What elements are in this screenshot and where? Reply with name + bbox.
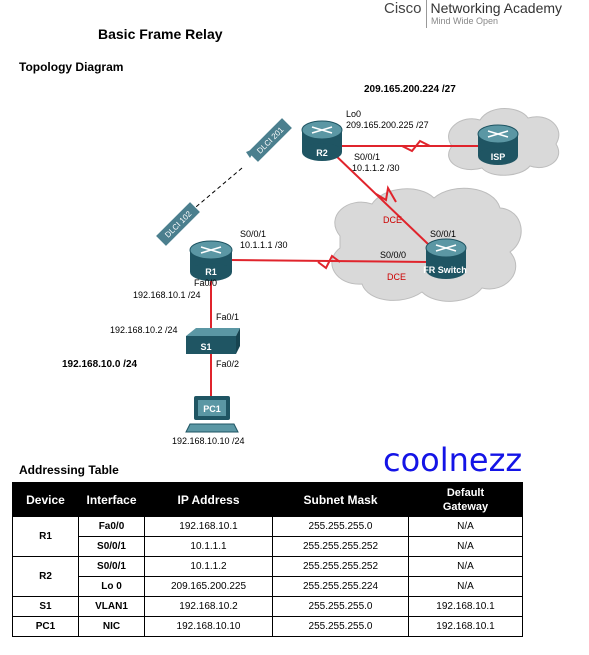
- cell-interface: S0/0/1: [78, 556, 145, 577]
- table-header-row: Device Interface IP Address Subnet Mask …: [12, 482, 523, 517]
- header-interface: Interface: [78, 482, 145, 517]
- s1-label: S1: [200, 342, 211, 352]
- header-ip-address: IP Address: [144, 482, 273, 517]
- header-subnet-mask: Subnet Mask: [272, 482, 409, 517]
- brand-divider: [425, 0, 427, 28]
- dce-label-top: DCE: [383, 215, 402, 225]
- fr-s000-name: S0/0/0: [380, 250, 406, 260]
- cell-interface: Lo 0: [78, 576, 145, 597]
- dlci-201-tag: [248, 118, 292, 162]
- r1-fa00-name: Fa0/0: [194, 278, 217, 288]
- r2-lo0-address: 209.165.200.225 /27: [346, 120, 429, 130]
- cell-default-gateway: N/A: [408, 556, 523, 577]
- r1-label: R1: [205, 267, 217, 277]
- topology-diagram: DLCI 201 DLCI 102 R2 ISP R1 FR Switch: [62, 84, 560, 446]
- isp-label: ISP: [491, 152, 506, 162]
- cell-subnet-mask: 255.255.255.224: [272, 576, 409, 597]
- r1-s001-name: S0/0/1: [240, 229, 266, 239]
- cell-interface: Fa0/0: [78, 516, 145, 537]
- brand-cisco: Cisco: [384, 0, 422, 17]
- fr-s001-name: S0/0/1: [430, 229, 456, 239]
- cell-subnet-mask: 255.255.255.0: [272, 616, 409, 637]
- table-row: S1 VLAN1 192.168.10.2 255.255.255.0 192.…: [12, 596, 523, 617]
- lan-network-label: 192.168.10.0 /24: [62, 359, 138, 370]
- cell-ip-address: 192.168.10.2: [144, 596, 273, 617]
- document-title: Basic Frame Relay: [98, 26, 223, 42]
- dlci-path: [189, 167, 243, 213]
- router-r2: R2: [301, 120, 343, 161]
- topology-section-title: Topology Diagram: [19, 60, 124, 74]
- s1-address: 192.168.10.2 /24: [110, 325, 178, 335]
- cell-interface: NIC: [78, 616, 145, 637]
- dce-label-bottom: DCE: [387, 272, 406, 282]
- cell-ip-address: 10.1.1.2: [144, 556, 273, 577]
- cell-subnet-mask: 255.255.255.0: [272, 516, 409, 537]
- link-r1-frswitch-bolt: [317, 254, 341, 270]
- link-r2-isp-bolt: [401, 139, 431, 153]
- r2-s001-address: 10.1.1.2 /30: [352, 163, 400, 173]
- dlci-102-label: DLCI 102: [163, 209, 194, 240]
- pc1-label: PC1: [203, 404, 221, 414]
- pc1-computer: PC1: [185, 396, 239, 433]
- r1-fa00-address: 192.168.10.1 /24: [133, 290, 201, 300]
- cisco-brand: Cisco Networking Academy Mind Wide Open: [384, 0, 562, 28]
- router-r1: R1: [189, 240, 233, 281]
- frame-relay-cloud: [331, 187, 522, 302]
- header-default-gateway-text: Default Gateway: [442, 486, 489, 513]
- r2-label: R2: [316, 148, 328, 158]
- r2-lo0-name: Lo0: [346, 109, 361, 119]
- fr-switch-label: FR Switch: [423, 265, 467, 275]
- cell-default-gateway: N/A: [408, 576, 523, 597]
- cell-subnet-mask: 255.255.255.0: [272, 596, 409, 617]
- r2-s001-name: S0/0/1: [354, 152, 380, 162]
- dlci-102-tag: [156, 202, 200, 246]
- header-default-gateway: Default Gateway: [408, 482, 523, 517]
- table-row: R1 Fa0/0 192.168.10.1 255.255.255.0 N/A: [12, 516, 523, 557]
- table-row: R2 S0/0/1 10.1.1.2 255.255.255.252 N/A: [12, 556, 523, 597]
- link-r2-frswitch-bolt: [375, 185, 397, 203]
- table-row: PC1 NIC 192.168.10.10 255.255.255.0 192.…: [12, 616, 523, 637]
- cell-subnet-mask: 255.255.255.252: [272, 536, 409, 557]
- cell-ip-address: 192.168.10.1: [144, 516, 273, 537]
- link-r2-frswitch: [331, 151, 429, 245]
- pc1-address: 192.168.10.10 /24: [172, 436, 245, 446]
- s1-fa01-name: Fa0/1: [216, 312, 239, 322]
- cell-device: S1: [12, 596, 79, 617]
- header-device: Device: [12, 482, 79, 517]
- cell-subnet-mask: 255.255.255.252: [272, 556, 409, 577]
- cell-device: R1: [12, 516, 79, 557]
- cell-default-gateway: 192.168.10.1: [408, 616, 523, 637]
- cell-ip-address: 209.165.200.225: [144, 576, 273, 597]
- watermark-text: coolnezz: [383, 441, 523, 479]
- brand-academy: Networking Academy: [430, 0, 563, 16]
- cell-interface: S0/0/1: [78, 536, 145, 557]
- cell-default-gateway: N/A: [408, 516, 523, 537]
- cell-default-gateway: 192.168.10.1: [408, 596, 523, 617]
- table-row: Lo 0 209.165.200.225 255.255.255.224 N/A: [13, 576, 523, 597]
- cell-device: PC1: [12, 616, 79, 637]
- dlci-201-label: DLCI 201: [255, 125, 286, 156]
- cell-interface: VLAN1: [78, 596, 145, 617]
- cell-default-gateway: N/A: [408, 536, 523, 557]
- cell-device: R2: [12, 556, 79, 597]
- cell-ip-address: 192.168.10.10: [144, 616, 273, 637]
- switch-s1: S1: [186, 328, 240, 354]
- frame-relay-switch: FR Switch: [423, 238, 467, 279]
- table-row: S0/0/1 10.1.1.1 255.255.255.252 N/A: [13, 536, 523, 557]
- s1-fa02-name: Fa0/2: [216, 359, 239, 369]
- r1-s001-address: 10.1.1.1 /30: [240, 240, 288, 250]
- addressing-table: Device Interface IP Address Subnet Mask …: [12, 482, 523, 637]
- cell-ip-address: 10.1.1.1: [144, 536, 273, 557]
- router-isp: ISP: [477, 124, 519, 165]
- isp-network-label: 209.165.200.224 /27: [364, 84, 456, 95]
- brand-tagline: Mind Wide Open: [431, 16, 499, 26]
- addressing-section-title: Addressing Table: [19, 463, 119, 477]
